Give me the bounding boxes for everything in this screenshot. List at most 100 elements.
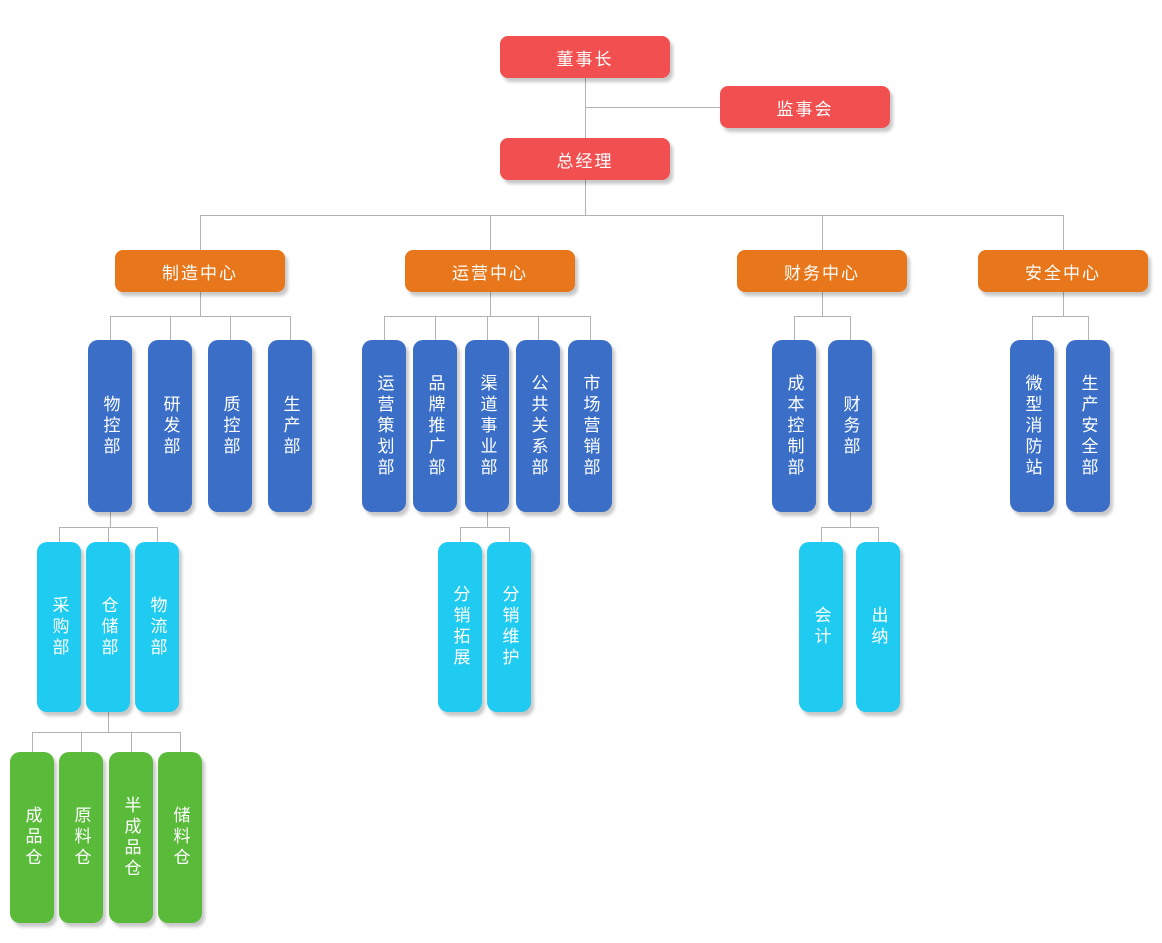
org-node-label: 渠道事业部 bbox=[477, 373, 497, 479]
org-node-cashier: 出纳 bbox=[856, 542, 900, 712]
org-node-rnd-dept: 研发部 bbox=[148, 340, 192, 512]
connector-line bbox=[110, 512, 111, 527]
org-node-label: 董事长 bbox=[556, 49, 614, 69]
org-node-label: 品牌推广部 bbox=[425, 373, 445, 479]
connector-line bbox=[230, 316, 231, 340]
org-node-semi-finished-warehouse: 半成品仓 bbox=[109, 752, 153, 923]
connector-line bbox=[180, 732, 181, 752]
connector-line bbox=[585, 78, 586, 108]
org-node-label: 储料仓 bbox=[170, 806, 190, 869]
connector-line bbox=[81, 732, 82, 752]
connector-line bbox=[487, 316, 488, 340]
connector-line bbox=[460, 527, 509, 528]
connector-line bbox=[538, 316, 539, 340]
org-node-label: 半成品仓 bbox=[121, 795, 141, 880]
org-node-label: 生产安全部 bbox=[1078, 373, 1098, 479]
org-node-logistics-dept: 物流部 bbox=[135, 542, 179, 712]
connector-line bbox=[110, 316, 290, 317]
connector-line bbox=[460, 527, 461, 542]
org-node-chairman: 董事长 bbox=[500, 36, 670, 78]
org-node-warehousing-dept: 仓储部 bbox=[86, 542, 130, 712]
connector-line bbox=[585, 180, 586, 215]
org-node-manufacturing-center: 制造中心 bbox=[115, 250, 285, 292]
org-node-supervisory-board: 监事会 bbox=[720, 86, 890, 128]
connector-line bbox=[1088, 316, 1089, 340]
org-node-micro-fire-station: 微型消防站 bbox=[1010, 340, 1054, 512]
org-node-label: 物控部 bbox=[100, 394, 120, 458]
connector-line bbox=[821, 527, 878, 528]
connector-line bbox=[157, 527, 158, 542]
org-node-label: 总经理 bbox=[556, 151, 614, 171]
connector-line bbox=[384, 316, 385, 340]
org-node-label: 质控部 bbox=[220, 394, 240, 458]
connector-line bbox=[290, 316, 291, 340]
connector-line bbox=[850, 316, 851, 340]
org-node-finance-center: 财务中心 bbox=[737, 250, 907, 292]
connector-line bbox=[1032, 316, 1088, 317]
connector-line bbox=[1063, 215, 1064, 250]
org-node-label: 市场营销部 bbox=[580, 373, 600, 479]
connector-line bbox=[32, 732, 180, 733]
connector-line bbox=[878, 527, 879, 542]
connector-line bbox=[1063, 292, 1064, 316]
connector-line bbox=[110, 316, 111, 340]
connector-line bbox=[200, 215, 1063, 216]
org-node-label: 成品仓 bbox=[22, 806, 42, 869]
connector-line bbox=[108, 527, 109, 542]
org-node-label: 运营中心 bbox=[452, 263, 528, 283]
org-node-storage-warehouse: 储料仓 bbox=[158, 752, 202, 923]
org-node-label: 财务部 bbox=[840, 394, 860, 458]
connector-line bbox=[822, 215, 823, 250]
connector-line bbox=[487, 512, 488, 527]
org-node-label: 安全中心 bbox=[1025, 263, 1101, 283]
org-node-accounting: 会计 bbox=[799, 542, 843, 712]
connector-line bbox=[490, 215, 491, 250]
connector-line bbox=[585, 107, 720, 108]
org-node-safety-center: 安全中心 bbox=[978, 250, 1148, 292]
org-node-label: 制造中心 bbox=[162, 263, 238, 283]
connector-line bbox=[794, 316, 850, 317]
org-node-operations-planning-dept: 运营策划部 bbox=[362, 340, 406, 512]
org-node-cost-control-dept: 成本控制部 bbox=[772, 340, 816, 512]
org-node-label: 分销维护 bbox=[499, 585, 519, 669]
org-node-quality-control-dept: 质控部 bbox=[208, 340, 252, 512]
org-node-label: 生产部 bbox=[280, 394, 300, 458]
connector-line bbox=[170, 316, 171, 340]
org-node-label: 仓储部 bbox=[98, 595, 118, 659]
org-node-label: 监事会 bbox=[776, 99, 834, 119]
connector-line bbox=[200, 292, 201, 316]
org-node-label: 物流部 bbox=[147, 595, 167, 659]
connector-line bbox=[509, 527, 510, 542]
connector-line bbox=[821, 527, 822, 542]
connector-line bbox=[59, 527, 60, 542]
org-node-production-safety-dept: 生产安全部 bbox=[1066, 340, 1110, 512]
org-node-finance-dept: 财务部 bbox=[828, 340, 872, 512]
org-node-label: 公共关系部 bbox=[528, 373, 548, 479]
connector-line bbox=[822, 292, 823, 316]
org-node-operations-center: 运营中心 bbox=[405, 250, 575, 292]
connector-line bbox=[435, 316, 436, 340]
connector-line bbox=[590, 316, 591, 340]
connector-line bbox=[1032, 316, 1033, 340]
org-node-distribution-maintenance: 分销维护 bbox=[487, 542, 531, 712]
connector-line bbox=[794, 316, 795, 340]
org-node-label: 原料仓 bbox=[71, 806, 91, 869]
org-node-production-dept: 生产部 bbox=[268, 340, 312, 512]
org-node-purchasing-dept: 采购部 bbox=[37, 542, 81, 712]
org-node-distribution-expansion: 分销拓展 bbox=[438, 542, 482, 712]
org-node-label: 成本控制部 bbox=[784, 373, 804, 479]
org-node-raw-materials-warehouse: 原料仓 bbox=[59, 752, 103, 923]
connector-line bbox=[850, 512, 851, 527]
org-node-brand-promotion-dept: 品牌推广部 bbox=[413, 340, 457, 512]
connector-line bbox=[32, 732, 33, 752]
org-node-label: 会计 bbox=[811, 606, 831, 648]
org-node-public-relations-dept: 公共关系部 bbox=[516, 340, 560, 512]
org-node-label: 微型消防站 bbox=[1022, 373, 1042, 479]
connector-line bbox=[490, 292, 491, 316]
connector-line bbox=[131, 732, 132, 752]
org-node-label: 出纳 bbox=[868, 606, 888, 648]
org-node-marketing-dept: 市场营销部 bbox=[568, 340, 612, 512]
org-node-label: 运营策划部 bbox=[374, 373, 394, 479]
connector-line bbox=[200, 215, 201, 250]
